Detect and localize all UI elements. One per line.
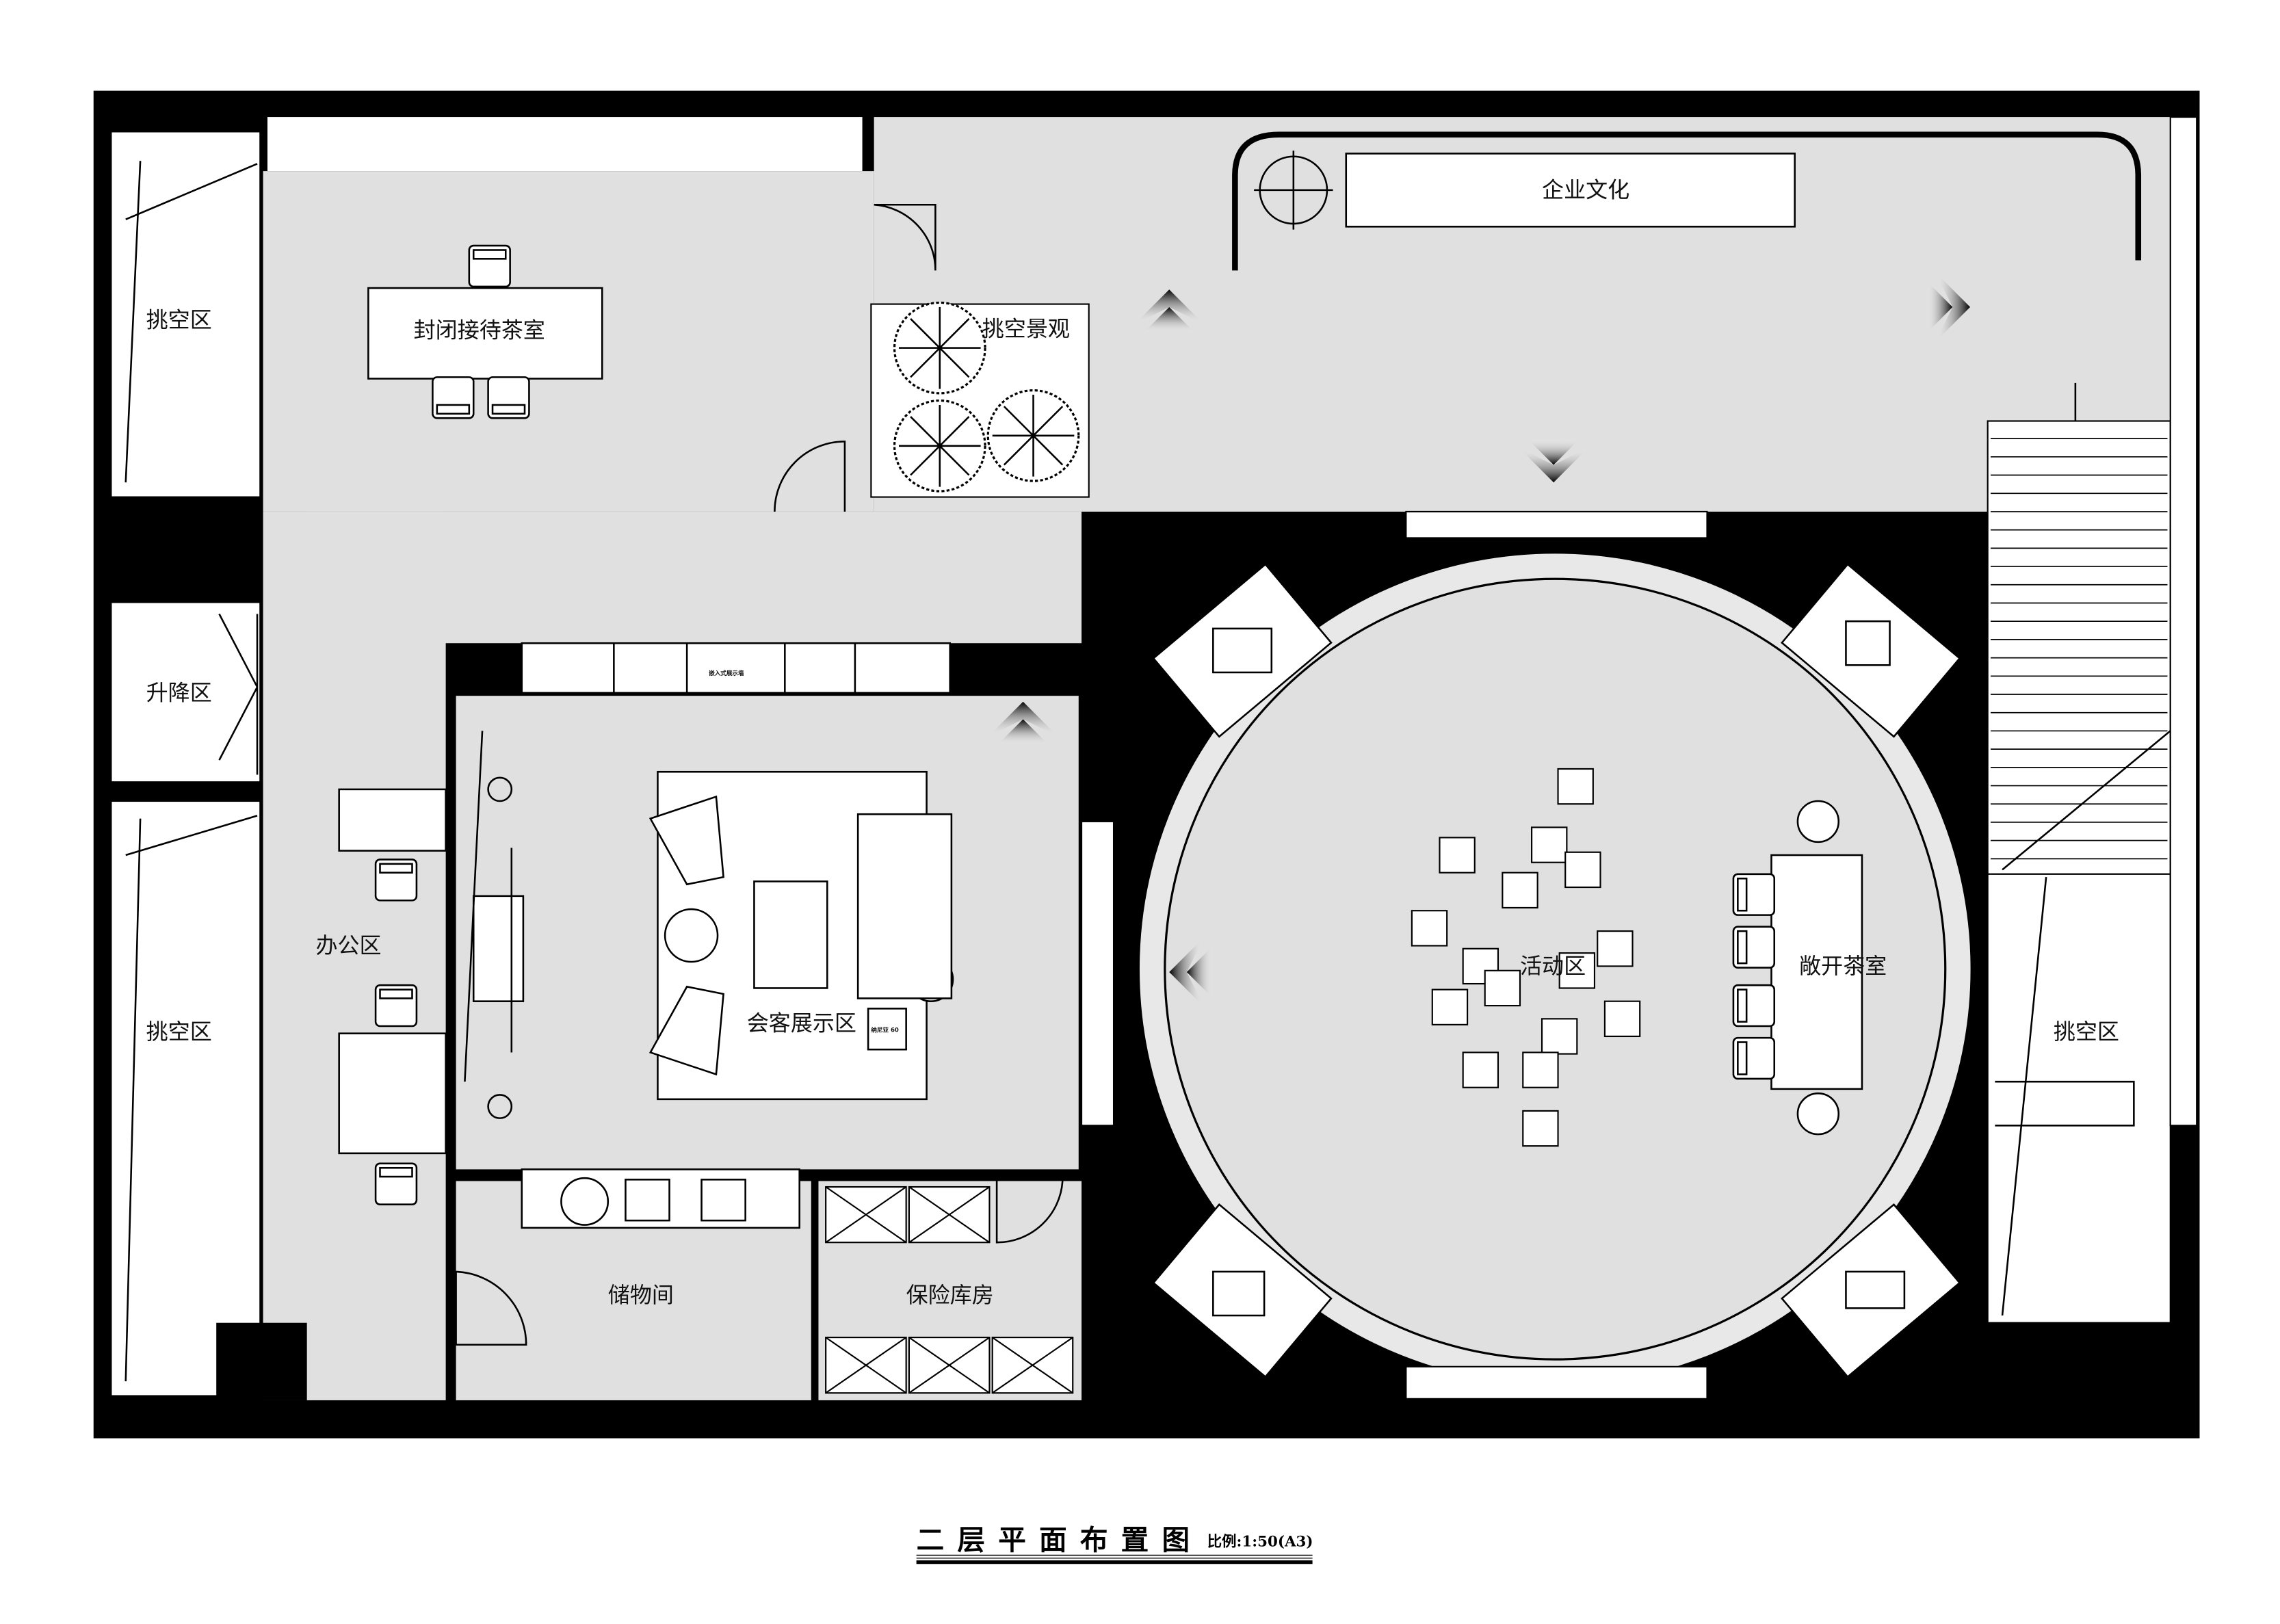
culture-wall: [1345, 153, 1796, 228]
stool-cube: [1522, 1051, 1559, 1088]
crate-cross: [908, 1186, 991, 1244]
crate-cross: [825, 1186, 907, 1244]
stool-cube: [1564, 851, 1601, 889]
desk: [338, 788, 447, 852]
crate-cross: [825, 1337, 907, 1394]
stool-cube: [1522, 1110, 1559, 1147]
stool-cube: [1502, 872, 1538, 909]
activity-floor: [1164, 577, 1947, 1361]
label-void-landscape: 挑空景观: [982, 316, 1070, 342]
display-wall-note: 嵌入式展示墙: [709, 669, 744, 677]
label-activity-area: 活动区: [1520, 953, 1586, 979]
cabinet-note: 纳尼亚 60: [871, 1026, 899, 1034]
corner-booth: [1152, 563, 1333, 738]
label-lift-area: 升降区: [146, 680, 212, 706]
void-top-left: [110, 131, 261, 498]
corner-booth: [1152, 1203, 1333, 1378]
staircase[interactable]: [1987, 420, 2171, 875]
stool-cube: [1431, 988, 1469, 1025]
stool-cube: [1603, 1000, 1641, 1038]
open-tea-table: [1770, 854, 1863, 1090]
stool-cubes: [1411, 768, 1641, 1147]
label-closed-tea-room: 封闭接待茶室: [414, 317, 545, 343]
label-open-tea-room: 敞开茶室: [1799, 953, 1887, 979]
label-office: 办公区: [315, 932, 381, 958]
stool-cube: [1541, 1018, 1578, 1055]
tea-table: [367, 287, 603, 380]
label-vault: 保险库房: [906, 1282, 994, 1308]
label-reception-display: 会客展示区: [747, 1010, 856, 1036]
desk: [338, 1032, 447, 1155]
sofa: [856, 813, 953, 999]
stool-cube: [1439, 837, 1476, 874]
crate-cross: [992, 1337, 1073, 1394]
label-void-right: 挑空区: [2054, 1019, 2119, 1045]
stool-cube: [1557, 768, 1594, 805]
drawing-scale: 比例:1:50(A3): [1207, 1534, 1313, 1551]
crate-cross: [908, 1337, 991, 1394]
stool-cube: [1411, 910, 1448, 947]
stool-cube: [1462, 1051, 1499, 1088]
lift-area: [110, 601, 261, 783]
label-corporate-culture: 企业文化: [1542, 177, 1629, 203]
label-storage: 储物间: [608, 1282, 674, 1308]
office-area: [263, 511, 446, 1400]
void-bottom-left: [110, 800, 261, 1397]
stool-cube: [1484, 969, 1521, 1007]
stair-treads: [1990, 438, 2168, 860]
void-right: [1987, 873, 2171, 1324]
corner-booth: [1781, 1203, 1961, 1378]
corner-booth: [1781, 563, 1961, 738]
stool-cube: [1531, 826, 1568, 863]
label-void-bottom-left: 挑空区: [146, 1019, 212, 1045]
drawing-title: 二层平面布置图: [917, 1523, 1203, 1556]
stool-cube: [1558, 952, 1596, 989]
label-void-top-left: 挑空区: [146, 307, 212, 333]
stool-cube: [1597, 930, 1634, 967]
